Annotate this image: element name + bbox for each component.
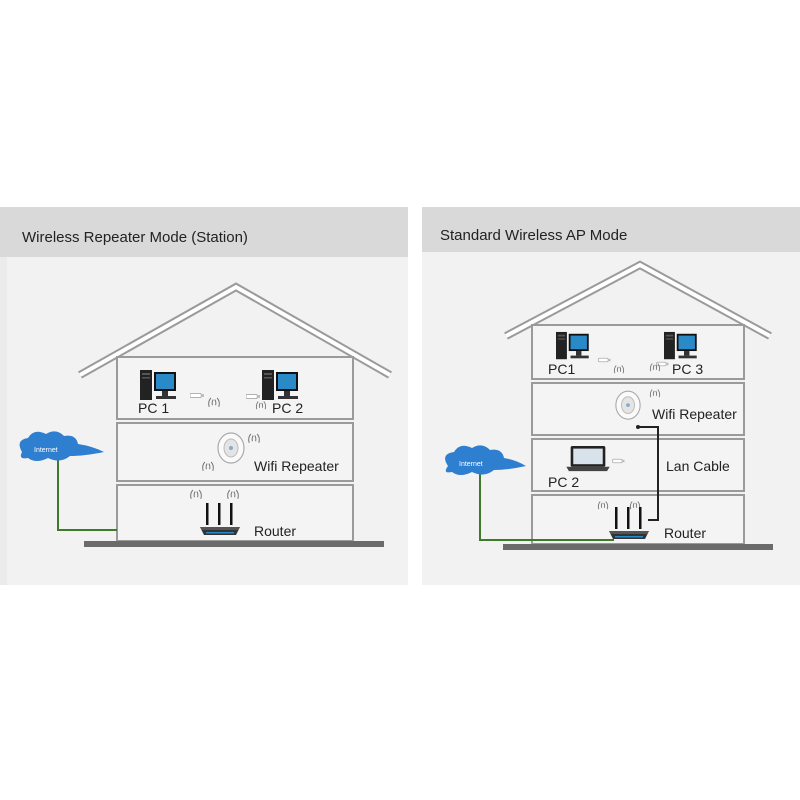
right-router-label: Router	[664, 525, 707, 541]
left-cloud	[19, 431, 104, 461]
left-internet-cable	[57, 458, 117, 531]
left-pc2-label: PC 2	[272, 400, 304, 416]
right-internet-cable	[479, 470, 614, 541]
right-repeater-label: Wifi Repeater	[652, 406, 737, 422]
left-repeater-label: Wifi Repeater	[254, 458, 339, 474]
right-cloud	[445, 445, 526, 475]
right-panel-header: Standard Wireless AP Mode	[422, 207, 800, 257]
left-panel-header: Wireless Repeater Mode (Station)	[0, 207, 408, 257]
right-panel-title: Standard Wireless AP Mode	[440, 227, 628, 244]
right-pc1-label: PC1	[548, 361, 576, 377]
left-cloud-label: Internet	[34, 447, 58, 454]
right-house	[503, 260, 773, 550]
right-pc2-label: PC 2	[548, 474, 580, 490]
right-laptop-icon	[566, 446, 610, 472]
left-panel-title: Wireless Repeater Mode (Station)	[22, 229, 248, 246]
right-lan-label: Lan Cable	[666, 458, 730, 474]
left-repeater-icon	[217, 432, 245, 464]
left-house	[78, 282, 392, 547]
left-router-label: Router	[254, 523, 297, 539]
left-pc1-label: PC 1	[138, 400, 170, 416]
right-pc3-label: PC 3	[672, 361, 704, 377]
right-cloud-label: Internet	[459, 461, 483, 468]
right-lan-cable	[638, 426, 659, 521]
right-repeater-icon	[615, 390, 641, 420]
